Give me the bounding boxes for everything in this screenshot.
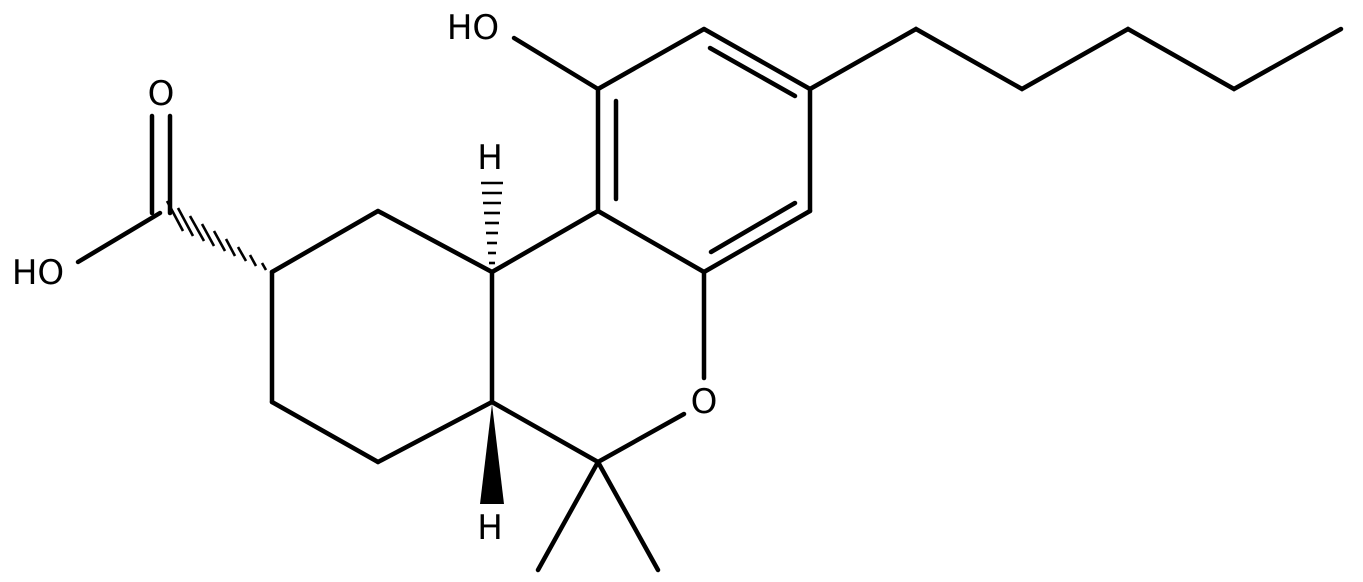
- bond-c-oh: [75, 210, 163, 265]
- bond-ch-5: [375, 399, 495, 465]
- aromatic-ring: [595, 26, 813, 275]
- carbonyl-oxygen-label: O: [148, 74, 175, 114]
- bond-oxygen-to-cq: [595, 411, 687, 465]
- bond-aromatic-2: [701, 26, 813, 92]
- bond-ch-1: [375, 208, 495, 275]
- bond-cq-to-c6a: [489, 399, 601, 465]
- pyran-ring: [489, 208, 707, 465]
- bond-c10a-to-ar: [489, 208, 601, 275]
- bond-ch-4: [269, 399, 381, 465]
- bond-methyl-left: [535, 459, 601, 573]
- solid-wedge-h-bottom: [480, 404, 504, 504]
- carboxylic-acid: [75, 113, 173, 265]
- bond-pentyl: [807, 26, 1344, 92]
- hashed-wedge-cooh: [165, 200, 268, 271]
- pentyl-chain: [807, 26, 1344, 92]
- hydroxyl-label: HO: [447, 8, 499, 48]
- ring-oxygen-label: O: [691, 382, 718, 422]
- bond-aromatic-4: [701, 208, 813, 275]
- hashed-wedge-h-top: [481, 181, 503, 265]
- bond-phenol-oh: [511, 35, 601, 92]
- cyclohexane-ring: [269, 208, 495, 465]
- acid-hydroxyl-label: HO: [12, 253, 64, 293]
- bond-aromatic-4-inner: [708, 200, 798, 255]
- bond-aromatic-5: [595, 208, 707, 275]
- stereo-h-top-label: H: [477, 138, 503, 178]
- bond-aromatic-2-inner: [707, 45, 798, 99]
- bond-ch-2: [269, 208, 381, 275]
- bond-methyl-right: [595, 459, 661, 573]
- bond-aromatic-1: [595, 26, 707, 92]
- stereo-h-bottom-label: H: [477, 508, 503, 548]
